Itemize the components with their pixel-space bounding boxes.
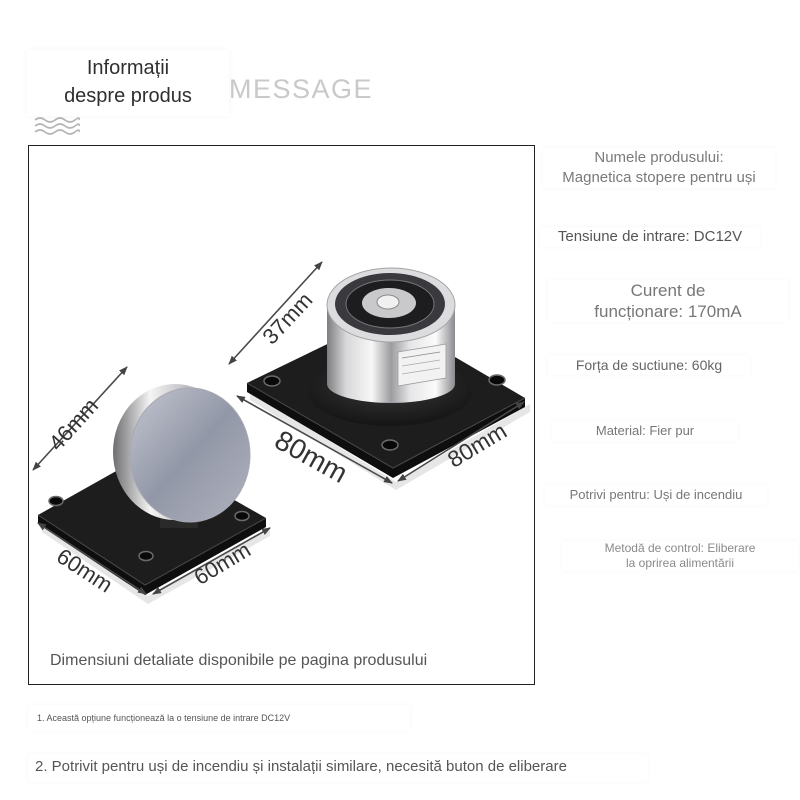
spec-input-voltage: Tensiune de intrare: DC12V [540, 227, 760, 247]
spec-line: funcționare: 170mA [594, 302, 742, 321]
dimension-line-armature-width [152, 527, 271, 595]
footnote-1: 1. Această opțiune funcționează la o ten… [28, 705, 410, 731]
section-title-line-1: Informații [86, 57, 170, 79]
spec-line: Curent de [630, 281, 706, 300]
dimension-annotations [32, 261, 525, 595]
dimension-line-base-length [236, 395, 393, 484]
spec-suitable-for: Potrivi pentru: Uși de incendiu [545, 485, 767, 505]
watermark-text: /MESSAGE [220, 74, 374, 104]
spec-line: Forța de suctiune: 60kg [575, 357, 723, 373]
mounting-hole [48, 495, 64, 507]
wiring-label-line [401, 367, 441, 375]
mounting-hole [488, 374, 506, 386]
spec-line: Magnetica stopere pentru uși [562, 169, 756, 186]
spec-line: Tensiune de intrare: DC12V [557, 228, 743, 245]
mounting-hole [234, 510, 250, 522]
wiring-label [397, 343, 447, 387]
dimension-line-base-width [397, 401, 525, 482]
spec-control-method: Metodă de control: Eliberare la oprirea … [562, 541, 798, 571]
armature-disc-face [129, 387, 251, 523]
spec-product-name: Numele produsului: Magnetica stopere pen… [543, 148, 775, 188]
dimension-line-armature-height [32, 366, 128, 471]
wiring-label-line [401, 359, 441, 367]
cylinder-center-knob [376, 294, 400, 310]
wiring-label-line [401, 351, 441, 359]
dimension-line-cylinder-height [228, 261, 323, 365]
spec-line: Numele produsului: [594, 149, 724, 166]
spec-line: Material: Fier pur [595, 423, 695, 438]
image-caption: Dimensiuni detaliate disponibile pe pagi… [50, 652, 428, 669]
dimension-label-cylinder-height: 37mm [257, 287, 317, 349]
spec-line: Potrivi pentru: Uși de incendiu [569, 487, 743, 502]
footnote-2: 2. Potrivit pentru uși de incendiu și in… [28, 754, 648, 782]
section-title-line-2: despre produs [64, 85, 192, 107]
spec-line: la oprirea alimentării [625, 556, 735, 570]
mounting-hole [138, 550, 154, 562]
dimension-label-armature-height: 46mm [44, 393, 103, 455]
spec-operating-current: Curent de funcționare: 170mA [548, 280, 788, 322]
wave-lines-icon [34, 117, 80, 135]
dimension-line-armature-length [37, 522, 147, 595]
section-title: Informații despre produs [27, 50, 229, 116]
mounting-hole [381, 439, 399, 451]
spec-material: Material: Fier pur [552, 421, 738, 441]
spec-holding-force: Forța de suctiune: 60kg [548, 355, 750, 375]
mounting-hole [263, 375, 281, 387]
spec-line: Metodă de control: Eliberare [604, 541, 756, 555]
product-illustration: 37mm 80mm 80mm 46mm 60mm 60mm [32, 261, 530, 604]
